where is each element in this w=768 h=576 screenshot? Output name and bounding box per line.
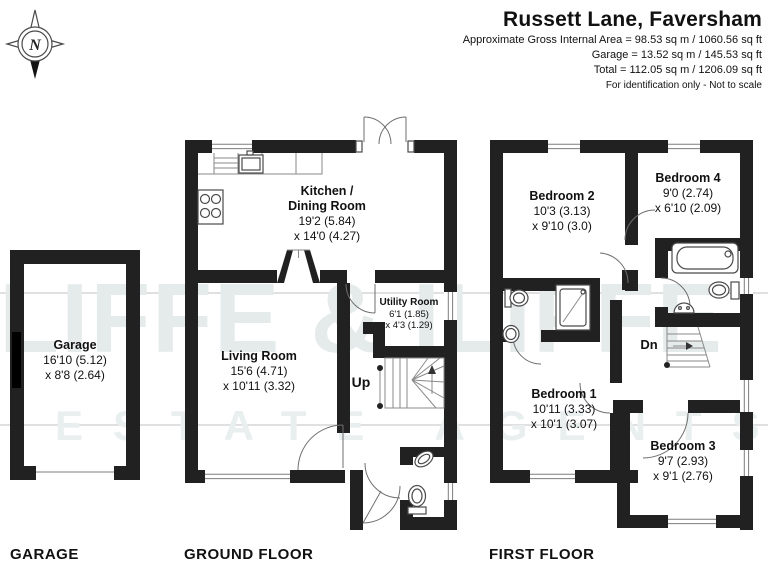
room-label-utility: Utility Room 6'1 (1.85) x 4'3 (1.29) bbox=[374, 297, 444, 332]
room-dim: x 4'3 (1.29) bbox=[385, 320, 433, 331]
room-dim: x 14'0 (4.27) bbox=[293, 229, 361, 243]
watermark-rule-bottom bbox=[0, 424, 768, 426]
staircase-up bbox=[377, 357, 445, 409]
section-label-garage: GARAGE bbox=[10, 546, 79, 563]
room-label-bedroom2: Bedroom 2 10'3 (3.13) x 9'10 (3.0) bbox=[498, 189, 626, 234]
room-name: Garage bbox=[53, 338, 97, 352]
ensuite-sink bbox=[502, 324, 520, 344]
property-title: Russett Lane, Faversham bbox=[502, 8, 762, 31]
bedroom3-window bbox=[668, 515, 716, 528]
room-label-bedroom1: Bedroom 1 10'11 (3.33) x 10'1 (3.07) bbox=[500, 387, 628, 432]
room-dim: 19'2 (5.84) bbox=[298, 214, 356, 228]
utility-window bbox=[444, 292, 457, 320]
garage-area-line: Garage = 13.52 sq m / 145.53 sq ft bbox=[591, 49, 762, 61]
room-dim: x 6'10 (2.09) bbox=[654, 201, 722, 215]
room-dim: 6'1 (1.85) bbox=[389, 308, 429, 320]
disclaimer: For identification only - Not to scale bbox=[605, 80, 762, 91]
room-dim: 9'7 (2.93) bbox=[657, 454, 709, 468]
compass-north-label: N bbox=[28, 37, 42, 54]
watermark-text: ILIFFE & ILIFFE bbox=[0, 263, 725, 373]
bathtub bbox=[671, 242, 739, 274]
shower bbox=[555, 284, 591, 331]
section-label-ground-floor: GROUND FLOOR bbox=[184, 546, 314, 563]
room-name: Bedroom 1 bbox=[531, 387, 597, 401]
room-name: Utility Room bbox=[379, 297, 439, 308]
watermark-rule-top bbox=[0, 292, 768, 294]
garage-plan bbox=[10, 250, 140, 480]
room-label-bedroom3: Bedroom 3 9'7 (2.93) x 9'1 (2.76) bbox=[620, 439, 746, 484]
area-line: Approximate Gross Internal Area = 98.53 … bbox=[462, 34, 762, 46]
kitchen-hall-door bbox=[345, 283, 376, 314]
front-door bbox=[362, 485, 401, 524]
plan-header: Russett Lane, Faversham Approximate Gros… bbox=[463, 8, 762, 92]
bathroom-toilet bbox=[708, 281, 740, 300]
room-dim: 9'0 (2.74) bbox=[662, 186, 714, 200]
hob bbox=[197, 189, 224, 225]
landing-window bbox=[740, 380, 753, 412]
room-dim: x 10'11 (3.32) bbox=[222, 379, 296, 393]
room-label-garage: Garage 16'10 (5.12) x 8'8 (2.64) bbox=[12, 338, 138, 383]
bedroom3-side-window bbox=[740, 450, 753, 476]
section-label-first-floor: FIRST FLOOR bbox=[489, 546, 595, 563]
first-floor-plan bbox=[490, 140, 753, 530]
room-dim: x 8'8 (2.64) bbox=[45, 368, 105, 382]
ground-floor-plan bbox=[185, 116, 457, 530]
bedroom4-window bbox=[668, 140, 700, 153]
stairs-down-label: Dn bbox=[640, 337, 658, 352]
room-name: Living Room bbox=[221, 349, 297, 363]
staircase-down bbox=[664, 326, 711, 368]
stairs-up-label: Up bbox=[351, 374, 371, 390]
room-name: Kitchen / bbox=[300, 184, 354, 198]
bedroom1-window bbox=[530, 470, 575, 483]
fireplace bbox=[277, 249, 320, 283]
room-label-living: Living Room 15'6 (4.71) x 10'11 (3.32) bbox=[194, 349, 324, 394]
bedroom2-window bbox=[548, 140, 580, 153]
wc-toilet bbox=[407, 484, 427, 515]
wc-door bbox=[364, 462, 401, 499]
kitchen-sink bbox=[238, 150, 264, 174]
living-room-door bbox=[297, 424, 344, 471]
bathroom-sink bbox=[673, 302, 695, 314]
bedroom4-door bbox=[624, 209, 656, 241]
room-dim: 10'11 (3.33) bbox=[532, 402, 596, 416]
wc-window bbox=[444, 483, 457, 500]
bedroom3-door bbox=[642, 412, 689, 459]
room-label-bedroom4: Bedroom 4 9'0 (2.74) x 6'10 (2.09) bbox=[624, 171, 752, 216]
room-dim: x 9'1 (2.76) bbox=[653, 469, 713, 483]
living-room-window bbox=[205, 470, 290, 483]
total-area-line: Total = 112.05 sq m / 1206.09 sq ft bbox=[593, 64, 762, 76]
room-name: Bedroom 3 bbox=[650, 439, 716, 453]
wc-sink bbox=[414, 450, 434, 468]
room-dim: x 10'1 (3.07) bbox=[530, 417, 598, 431]
room-dim: x 9'10 (3.0) bbox=[532, 219, 592, 233]
french-doors bbox=[355, 116, 415, 153]
kitchen-window bbox=[212, 140, 252, 153]
compass-icon: N bbox=[4, 9, 66, 79]
ensuite-toilet bbox=[504, 288, 529, 308]
room-name: Bedroom 2 bbox=[529, 189, 595, 203]
bedroom1-door bbox=[579, 382, 611, 414]
room-label-kitchen: Kitchen / Dining Room 19'2 (5.84) x 14'0… bbox=[262, 184, 392, 244]
bedroom2-door bbox=[599, 252, 629, 284]
room-dim: 10'3 (3.13) bbox=[533, 204, 591, 218]
room-name: Dining Room bbox=[288, 199, 366, 213]
bathroom-door bbox=[660, 277, 691, 308]
room-name: Bedroom 4 bbox=[655, 171, 721, 185]
room-dim: 15'6 (4.71) bbox=[230, 364, 288, 378]
bathroom-window bbox=[740, 278, 753, 294]
room-dim: 16'10 (5.12) bbox=[43, 353, 107, 367]
